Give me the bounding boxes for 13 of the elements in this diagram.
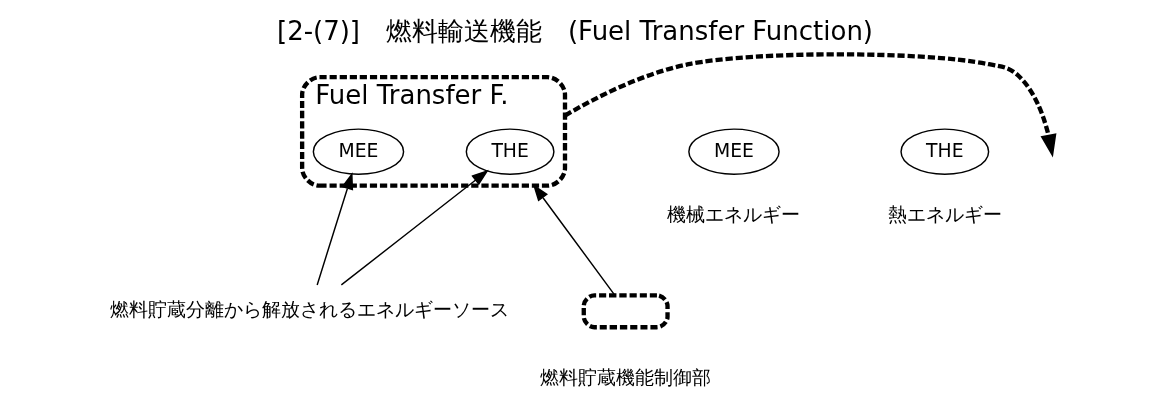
node-label: 機械エネルギー	[667, 203, 801, 225]
node-label: 燃料貯蔵機能制御部	[540, 367, 712, 389]
node-ellipse: MEE	[688, 128, 780, 175]
node-ellipse: THE	[900, 128, 990, 175]
arrow	[563, 52, 1057, 158]
arrow	[340, 169, 489, 286]
arrow	[316, 172, 354, 286]
node-box	[581, 293, 670, 330]
node-ellipse: THE	[465, 128, 555, 175]
node-label: 熱エネルギー	[887, 203, 1002, 225]
node-text: 燃料貯蔵分離から解放されるエネルギーソース	[109, 299, 509, 321]
diagram-title: [2-(7)] 燃料輸送機能 (Fuel Transfer Function)	[277, 16, 873, 47]
node-ellipse: MEE	[312, 128, 405, 175]
